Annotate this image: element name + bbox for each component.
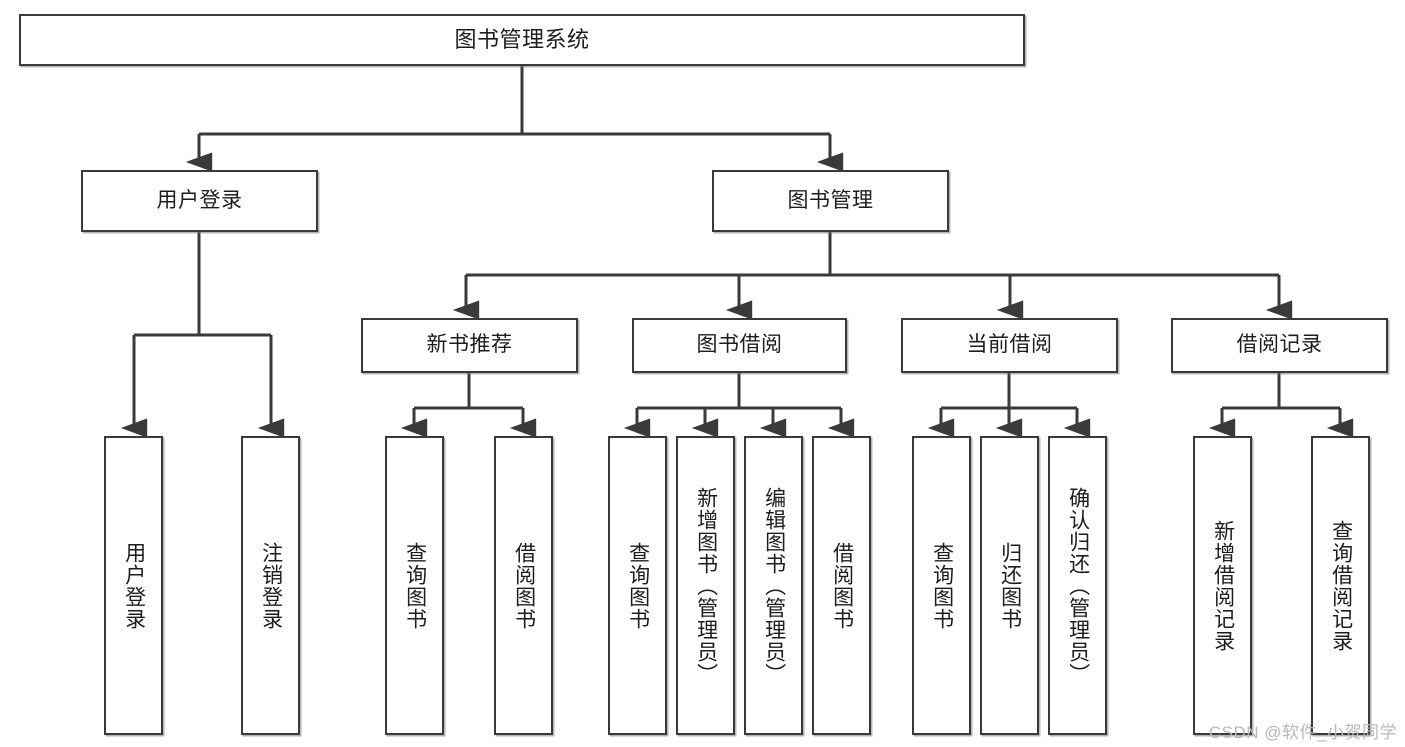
leaf-user-login-signin[interactable]: 用户登录 [104, 436, 163, 735]
leaf-borrow-edit-book-admin-label: 编辑图书（管理员） [762, 486, 786, 685]
node-user-login[interactable]: 用户登录 [81, 170, 318, 232]
leaf-user-login-signout-label: 注销登录 [259, 541, 283, 630]
leaf-current-confirm-return-admin[interactable]: 确认归还（管理员） [1048, 436, 1107, 735]
leaf-borrow-borrow-book-label: 借阅图书 [830, 541, 854, 630]
leaf-records-query-record[interactable]: 查询借阅记录 [1311, 436, 1370, 735]
leaf-user-login-signin-label: 用户登录 [122, 541, 146, 630]
leaf-records-query-record-label: 查询借阅记录 [1329, 519, 1353, 652]
leaf-borrow-borrow-book[interactable]: 借阅图书 [812, 436, 871, 735]
leaf-borrow-edit-book-admin[interactable]: 编辑图书（管理员） [744, 436, 803, 735]
node-book-borrow[interactable]: 图书借阅 [632, 318, 847, 373]
leaf-borrow-add-book-admin[interactable]: 新增图书（管理员） [676, 436, 735, 735]
node-user-login-label: 用户登录 [156, 188, 243, 212]
leaf-borrow-add-book-admin-label: 新增图书（管理员） [694, 486, 718, 685]
node-new-book-recommend[interactable]: 新书推荐 [361, 318, 578, 373]
node-new-book-recommend-label: 新书推荐 [426, 333, 513, 357]
node-borrow-records-label: 借阅记录 [1236, 333, 1323, 357]
leaf-borrow-query-book[interactable]: 查询图书 [608, 436, 667, 735]
leaf-current-return-book-label: 归还图书 [998, 541, 1022, 630]
node-root[interactable]: 图书管理系统 [19, 14, 1025, 66]
leaf-new-book-query-label: 查询图书 [403, 541, 427, 630]
csdn-watermark: CSDN @软件_小贺同学 [1208, 723, 1397, 742]
node-book-management[interactable]: 图书管理 [712, 170, 949, 232]
node-current-borrow[interactable]: 当前借阅 [901, 318, 1118, 373]
leaf-current-confirm-return-admin-label: 确认归还（管理员） [1066, 486, 1090, 685]
node-book-borrow-label: 图书借阅 [696, 333, 783, 357]
leaf-current-query-book[interactable]: 查询图书 [912, 436, 971, 735]
leaf-new-book-query[interactable]: 查询图书 [385, 436, 444, 735]
node-book-management-label: 图书管理 [787, 188, 874, 212]
leaf-borrow-query-book-label: 查询图书 [626, 541, 650, 630]
node-current-borrow-label: 当前借阅 [966, 333, 1053, 357]
leaf-current-query-book-label: 查询图书 [930, 541, 954, 630]
leaf-records-add-record-label: 新增借阅记录 [1211, 519, 1235, 652]
leaf-new-book-borrow[interactable]: 借阅图书 [494, 436, 553, 735]
leaf-records-add-record[interactable]: 新增借阅记录 [1193, 436, 1252, 735]
leaf-new-book-borrow-label: 借阅图书 [512, 541, 536, 630]
node-borrow-records[interactable]: 借阅记录 [1171, 318, 1388, 373]
node-root-label: 图书管理系统 [454, 27, 590, 53]
leaf-user-login-signout[interactable]: 注销登录 [241, 436, 300, 735]
leaf-current-return-book[interactable]: 归还图书 [980, 436, 1039, 735]
